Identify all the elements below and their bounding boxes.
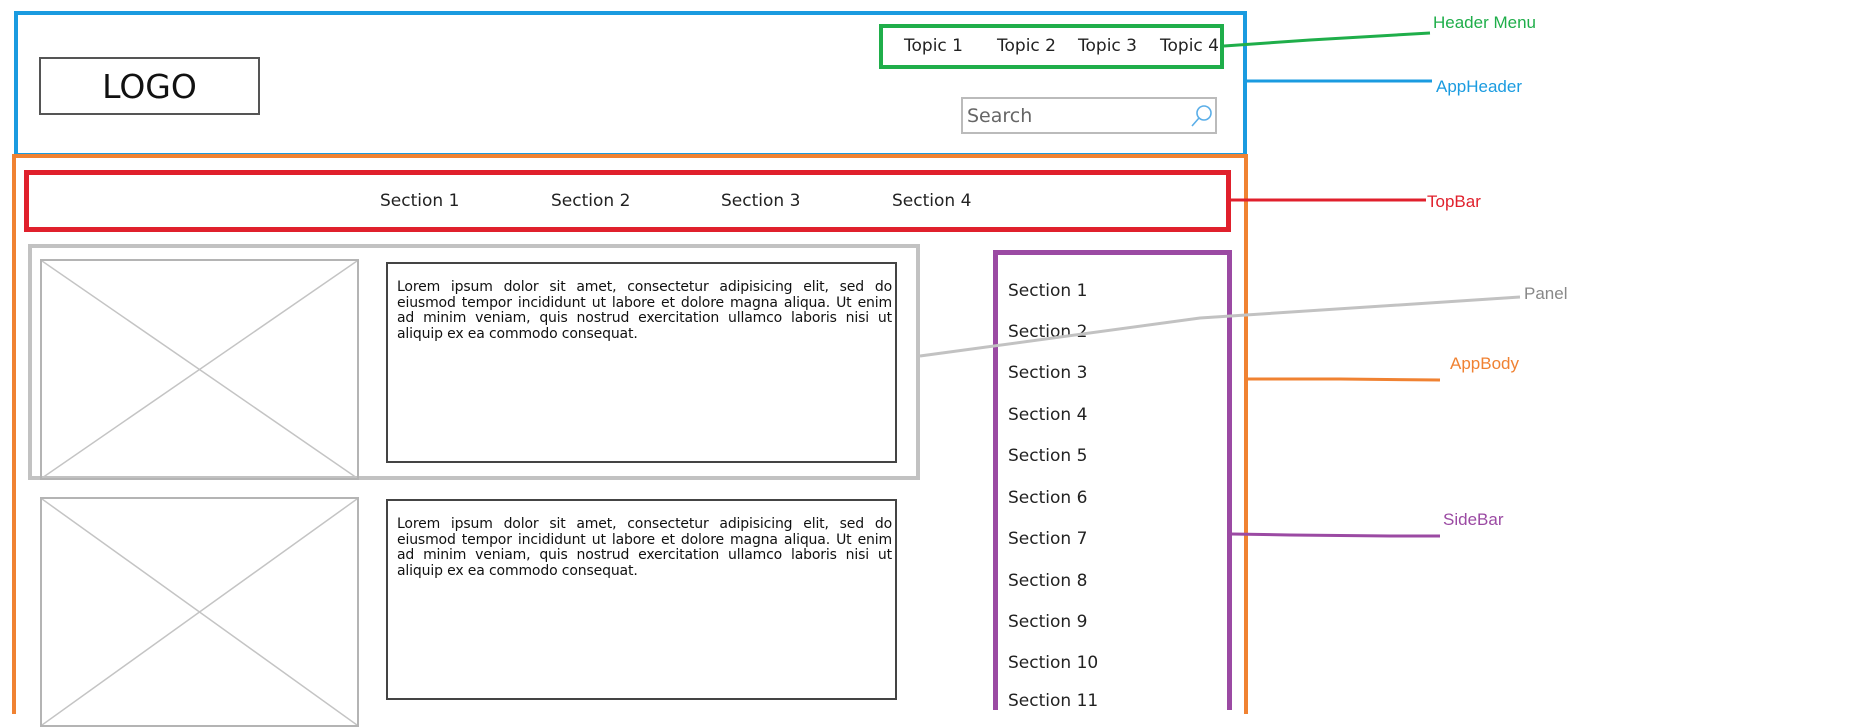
sidebar-item-section-10[interactable]: Section 10	[1008, 653, 1099, 673]
top-bar-region	[24, 170, 1231, 232]
sidebar-item-section-6[interactable]: Section 6	[1008, 488, 1088, 508]
logo-text: LOGO	[102, 66, 197, 106]
sidebar-item-section-3[interactable]: Section 3	[1008, 363, 1088, 383]
side-bar-region	[993, 250, 1232, 710]
search-placeholder: Search	[967, 105, 1033, 127]
top-bar-section-1[interactable]: Section 1	[380, 191, 460, 211]
panel	[28, 244, 920, 480]
side-bar-leader	[1231, 532, 1440, 538]
header-menu-item-topic-4[interactable]: Topic 4	[1160, 36, 1219, 56]
logo: LOGO	[39, 57, 260, 115]
app-body-region	[12, 154, 1248, 714]
callout-app-body: AppBody	[1450, 354, 1519, 373]
panel-leader	[919, 295, 1521, 358]
text-box: Lorem ipsum dolor sit amet, consectetur …	[386, 262, 897, 463]
header-menu-item-topic-1[interactable]: Topic 1	[904, 36, 963, 56]
callout-app-header: AppHeader	[1436, 77, 1523, 96]
sidebar-item-section-5[interactable]: Section 5	[1008, 446, 1088, 466]
callout-leader-lines	[919, 31, 1521, 538]
sidebar-item-section-7[interactable]: Section 7	[1008, 529, 1088, 549]
callout-panel: Panel	[1524, 284, 1568, 303]
header-menu-region	[879, 24, 1224, 69]
sidebar-item-section-1[interactable]: Section 1	[1008, 281, 1088, 301]
image-placeholder	[40, 259, 359, 480]
search-input[interactable]	[961, 97, 1217, 134]
header-menu-leader	[1223, 31, 1431, 48]
sidebar-item-section-8[interactable]: Section 8	[1008, 571, 1088, 591]
header-menu-item-topic-3[interactable]: Topic 3	[1078, 36, 1137, 56]
top-bar-section-3[interactable]: Section 3	[721, 191, 801, 211]
sidebar-item-section-4[interactable]: Section 4	[1008, 405, 1088, 425]
text-box: Lorem ipsum dolor sit amet, consectetur …	[386, 499, 897, 700]
header-menu-item-topic-2[interactable]: Topic 2	[997, 36, 1056, 56]
panel-text: Lorem ipsum dolor sit amet, consectetur …	[397, 516, 892, 579]
callout-side-bar: SideBar	[1443, 510, 1504, 529]
top-bar-section-2[interactable]: Section 2	[551, 191, 631, 211]
panel-text: Lorem ipsum dolor sit amet, consectetur …	[397, 279, 892, 342]
app-body-leader	[1248, 377, 1441, 382]
callout-top-bar: TopBar	[1427, 192, 1481, 211]
top-bar-section-4[interactable]: Section 4	[892, 191, 972, 211]
sidebar-item-section-9[interactable]: Section 9	[1008, 612, 1088, 632]
callout-header-menu: Header Menu	[1433, 13, 1537, 32]
search-icon[interactable]	[1189, 103, 1215, 129]
